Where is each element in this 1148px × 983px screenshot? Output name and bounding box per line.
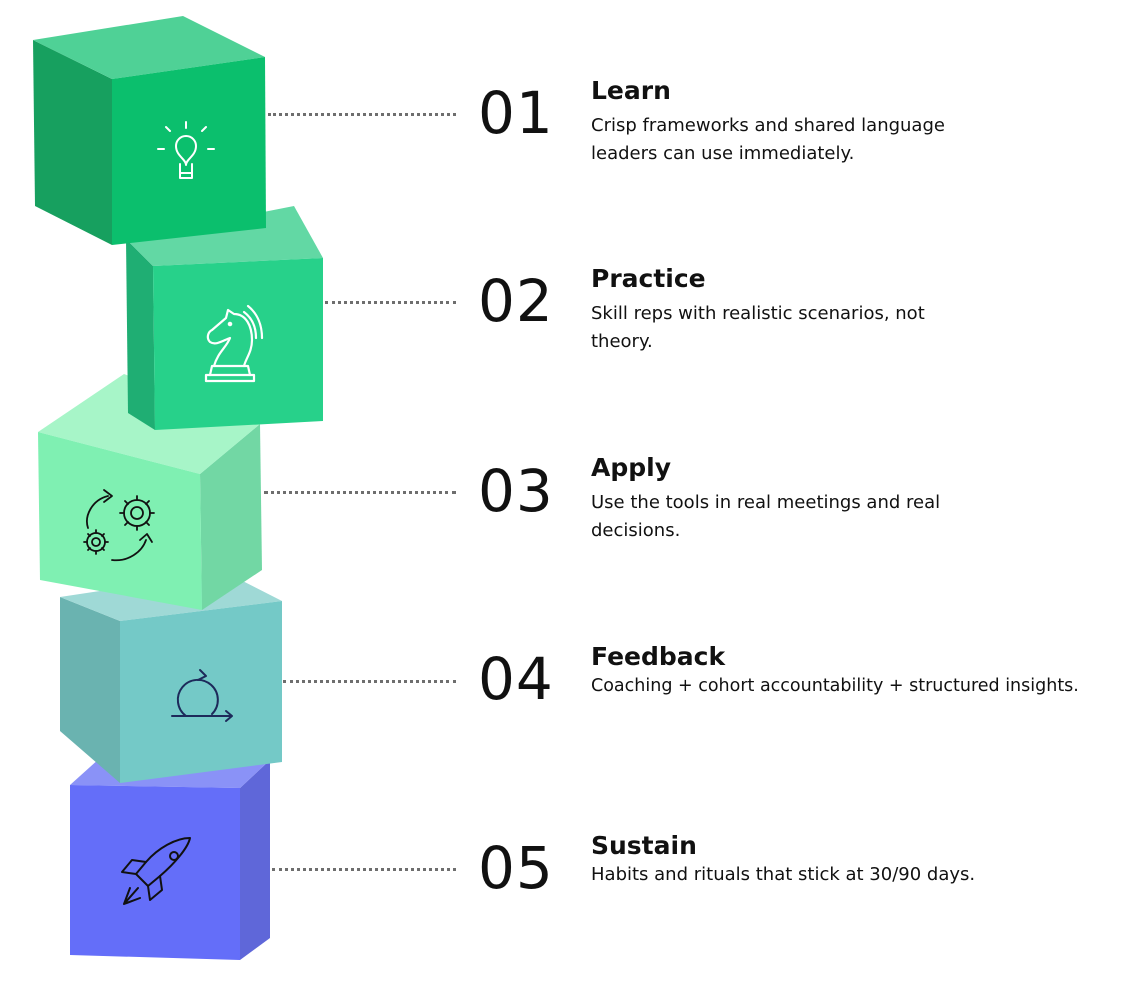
step-feedback: Feedback Coaching + cohort accountabilit… xyxy=(591,642,1148,700)
step-description: Coaching + cohort accountability + struc… xyxy=(591,672,1148,700)
step-description: Skill reps with realistic scenarios, not… xyxy=(591,300,991,356)
step-number-5: 05 xyxy=(478,839,554,897)
step-description: Crisp frameworks and shared language lea… xyxy=(591,112,991,168)
leader-line-3 xyxy=(264,491,456,494)
step-number-1: 01 xyxy=(478,84,554,142)
leader-line-1 xyxy=(268,113,456,116)
cube-learn xyxy=(33,16,266,245)
step-practice: Practice Skill reps with realistic scena… xyxy=(591,264,1148,356)
step-title: Apply xyxy=(591,453,1148,483)
step-title: Learn xyxy=(591,76,1148,106)
leader-line-4 xyxy=(283,680,456,683)
step-number-3: 03 xyxy=(478,462,554,520)
leader-line-5 xyxy=(272,868,456,871)
step-number-2: 02 xyxy=(478,272,554,330)
step-description: Habits and rituals that stick at 30/90 d… xyxy=(591,861,1148,889)
step-title: Feedback xyxy=(591,642,1148,672)
leader-line-2 xyxy=(325,301,456,304)
step-number-4: 04 xyxy=(478,650,554,708)
step-description: Use the tools in real meetings and real … xyxy=(591,489,991,545)
step-learn: Learn Crisp frameworks and shared langua… xyxy=(591,76,1148,168)
step-title: Sustain xyxy=(591,831,1148,861)
step-apply: Apply Use the tools in real meetings and… xyxy=(591,453,1148,545)
step-title: Practice xyxy=(591,264,1148,294)
step-sustain: Sustain Habits and rituals that stick at… xyxy=(591,831,1148,889)
